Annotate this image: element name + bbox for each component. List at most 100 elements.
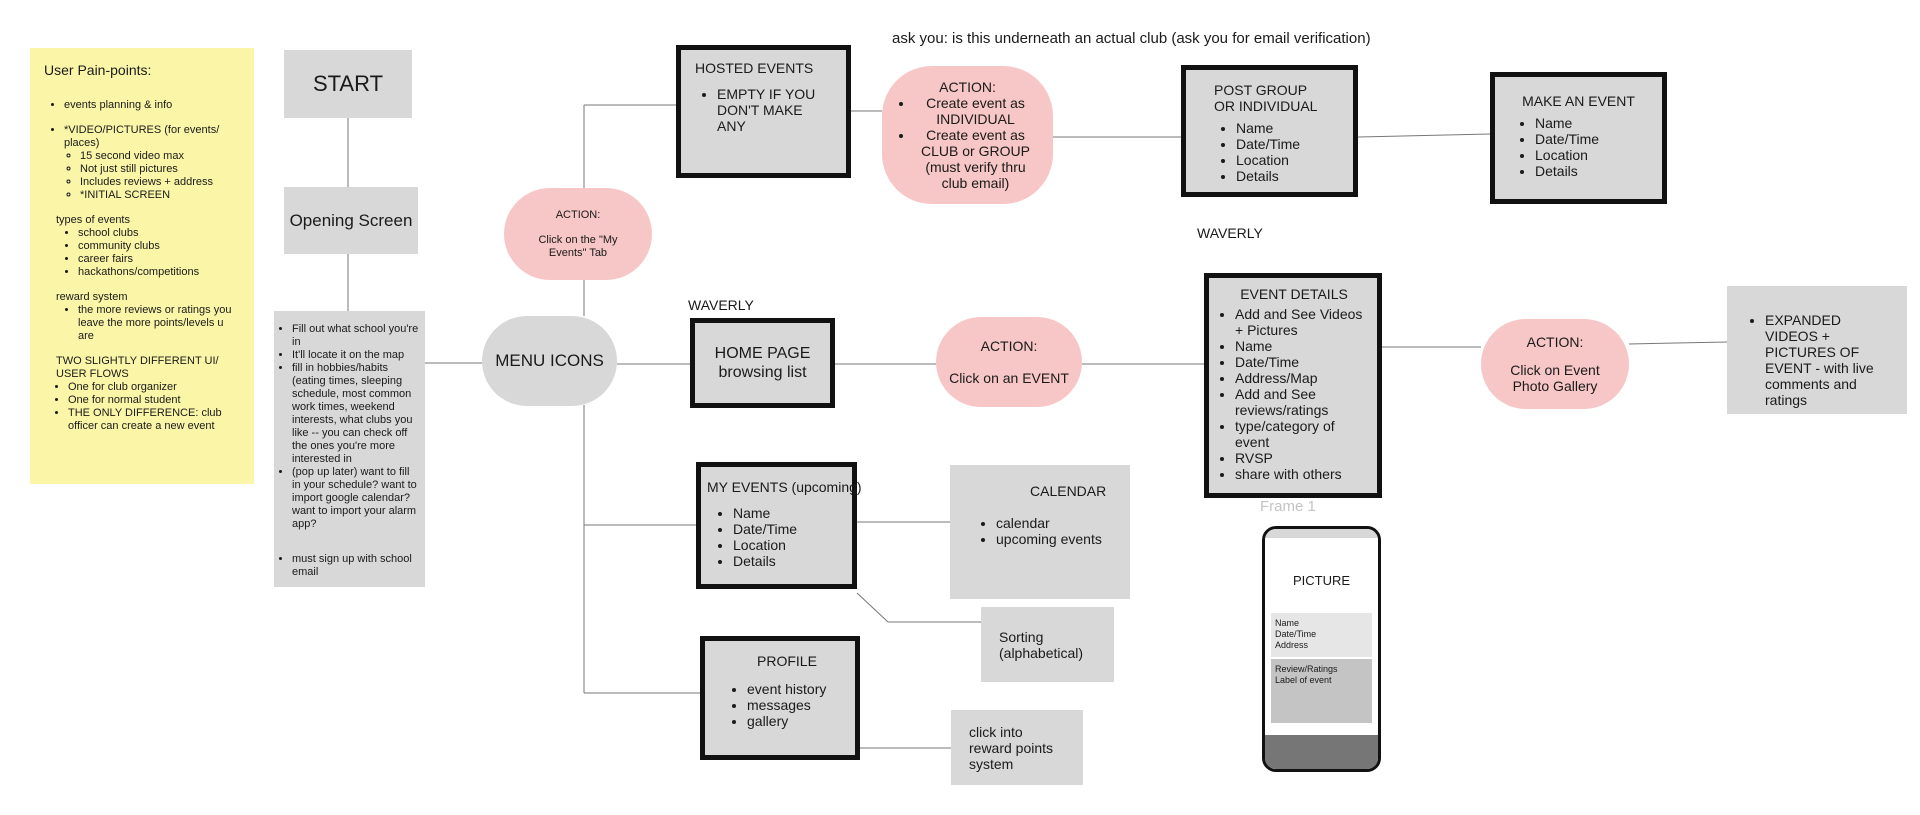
- types-title: types of events: [56, 214, 130, 226]
- phone-mockup: PICTURE Name Date/Time Address Review/Ra…: [1262, 526, 1381, 772]
- make-event-box: MAKE AN EVENT Name Date/Time Location De…: [1490, 72, 1667, 204]
- type-item: school clubs: [78, 227, 240, 240]
- post-group-item: Details: [1236, 168, 1325, 184]
- expanded-media-item: EXPANDED VIDEOS + PICTURES OF EVENT - wi…: [1765, 312, 1897, 408]
- flows-title: TWO SLIGHTLY DIFFERENT UI/ USER FLOWS: [56, 355, 219, 380]
- phone-review-line: Label of event: [1275, 675, 1332, 685]
- pain-point-item: events planning & info: [64, 99, 240, 112]
- event-details-item: RVSP: [1235, 450, 1371, 466]
- phone-picture: PICTURE: [1271, 547, 1372, 613]
- phone-status-bar: [1265, 529, 1378, 538]
- header-note: ask you: is this underneath an actual cl…: [892, 30, 1371, 47]
- pain-points-note: User Pain-points: events planning & info…: [30, 48, 254, 484]
- profile-item: event history: [747, 681, 845, 697]
- action-title: ACTION:: [1526, 334, 1584, 350]
- my-events-box: MY EVENTS (upcoming) Name Date/Time Loca…: [696, 462, 862, 589]
- make-event-item: Location: [1535, 147, 1644, 163]
- opening-screen-box: Opening Screen: [284, 187, 418, 254]
- pain-points-title: User Pain-points:: [44, 62, 152, 78]
- onboarding-box: Fill out what school you're in It'll loc…: [274, 311, 425, 587]
- action-create-item: Create event as INDIVIDUAL: [914, 95, 1037, 127]
- onboarding-item: (pop up later) want to fill in your sche…: [292, 466, 419, 531]
- sorting-box: Sorting (alphabetical): [981, 607, 1114, 682]
- calendar-item: upcoming events: [996, 531, 1130, 547]
- profile-item: gallery: [747, 713, 845, 729]
- reward-item: the more reviews or ratings you leave th…: [78, 304, 240, 343]
- home-page-subtitle: browsing list: [718, 364, 807, 381]
- phone-review-line: Review/Ratings: [1275, 664, 1338, 674]
- action-create-item: Create event as CLUB or GROUP (must veri…: [914, 127, 1037, 191]
- hosted-events-box: HOSTED EVENTS EMPTY IF YOU DON'T MAKE AN…: [676, 45, 851, 178]
- type-item: hackathons/competitions: [78, 266, 240, 279]
- expanded-media-box: EXPANDED VIDEOS + PICTURES OF EVENT - wi…: [1727, 286, 1907, 414]
- event-details-item: Address/Map: [1235, 370, 1371, 386]
- type-item: community clubs: [78, 240, 240, 253]
- event-details-item: Add and See Videos + Pictures: [1235, 306, 1371, 338]
- flow-item: THE ONLY DIFFERENCE: club officer can cr…: [68, 407, 240, 433]
- action-title: ACTION:: [939, 79, 996, 95]
- action-text: Click on Event Photo Gallery: [1510, 362, 1600, 394]
- pain-point-subitem: *INITIAL SCREEN: [80, 189, 240, 202]
- event-details-item: Name: [1235, 338, 1371, 354]
- frame-label: Frame 1: [1260, 498, 1316, 515]
- action-my-events: ACTION: Click on the "My Events" Tab: [504, 188, 652, 280]
- post-group-item: Name: [1236, 120, 1325, 136]
- action-photo-gallery: ACTION: Click on Event Photo Gallery: [1481, 319, 1629, 409]
- event-details-item: Date/Time: [1235, 354, 1371, 370]
- action-title: ACTION:: [980, 338, 1038, 354]
- phone-info-line: Name: [1275, 618, 1300, 628]
- profile-title: PROFILE: [757, 653, 817, 669]
- phone-review: Review/Ratings Label of event: [1271, 659, 1372, 723]
- waverly-label: WAVERLY: [688, 297, 754, 313]
- post-group-item: Location: [1236, 152, 1325, 168]
- calendar-title: CALENDAR: [1030, 483, 1107, 499]
- pain-point-item: *VIDEO/PICTURES (for events/ places) 15 …: [64, 124, 240, 202]
- type-item: career fairs: [78, 253, 240, 266]
- event-details-item: Add and See reviews/ratings: [1235, 386, 1371, 418]
- profile-item: messages: [747, 697, 845, 713]
- reward-title: reward system: [56, 291, 128, 303]
- action-text: Click on the "My Events" Tab: [538, 233, 618, 259]
- post-group-box: POST GROUP OR INDIVIDUAL Name Date/Time …: [1181, 65, 1358, 197]
- home-page-box: HOME PAGE browsing list: [690, 318, 835, 408]
- action-text: Click on an EVENT: [949, 370, 1069, 386]
- calendar-item: calendar: [996, 515, 1130, 531]
- action-title: ACTION:: [555, 208, 601, 221]
- hosted-events-title: HOSTED EVENTS: [695, 60, 814, 76]
- start-box: START: [284, 50, 412, 118]
- event-details-title: EVENT DETAILS: [1240, 286, 1348, 302]
- home-page-title: HOME PAGE: [714, 345, 811, 362]
- onboarding-item: Fill out what school you're in: [292, 323, 419, 349]
- my-events-item: Details: [733, 553, 848, 569]
- action-click-event: ACTION: Click on an EVENT: [936, 317, 1082, 407]
- event-details-box: EVENT DETAILS Add and See Videos + Pictu…: [1204, 273, 1382, 498]
- hosted-events-item: EMPTY IF YOU DON'T MAKE ANY: [717, 86, 832, 134]
- my-events-title: MY EVENTS (upcoming): [707, 479, 862, 495]
- pain-point-subitem: Not just still pictures: [80, 163, 240, 176]
- menu-icons-box: MENU ICONS: [482, 316, 617, 406]
- flow-item: One for normal student: [68, 394, 240, 407]
- phone-info: Name Date/Time Address: [1271, 613, 1372, 657]
- make-event-title: MAKE AN EVENT: [1522, 93, 1635, 109]
- onboarding-item: must sign up with school email: [292, 553, 419, 579]
- my-events-item: Location: [733, 537, 848, 553]
- make-event-item: Date/Time: [1535, 131, 1644, 147]
- reward-box: click into reward points system: [951, 710, 1083, 785]
- my-events-item: Name: [733, 505, 848, 521]
- post-group-title: POST GROUP OR INDIVIDUAL: [1214, 82, 1318, 114]
- phone-tab-bar: [1265, 735, 1378, 769]
- action-create-event: ACTION: Create event as INDIVIDUAL Creat…: [882, 66, 1053, 204]
- pain-point-subitem: Includes reviews + address: [80, 176, 240, 189]
- event-details-item: share with others: [1235, 466, 1371, 482]
- waverly-label: WAVERLY: [1197, 225, 1263, 241]
- post-group-item: Date/Time: [1236, 136, 1325, 152]
- calendar-box: CALENDAR calendar upcoming events: [950, 465, 1130, 599]
- flow-item: One for club organizer: [68, 381, 240, 394]
- onboarding-item: fill in hobbies/habits (eating times, sl…: [292, 362, 419, 466]
- make-event-item: Name: [1535, 115, 1644, 131]
- profile-box: PROFILE event history messages gallery: [700, 636, 860, 760]
- pain-point-subitem: 15 second video max: [80, 150, 240, 163]
- my-events-item: Date/Time: [733, 521, 848, 537]
- onboarding-item: It'll locate it on the map: [292, 349, 419, 362]
